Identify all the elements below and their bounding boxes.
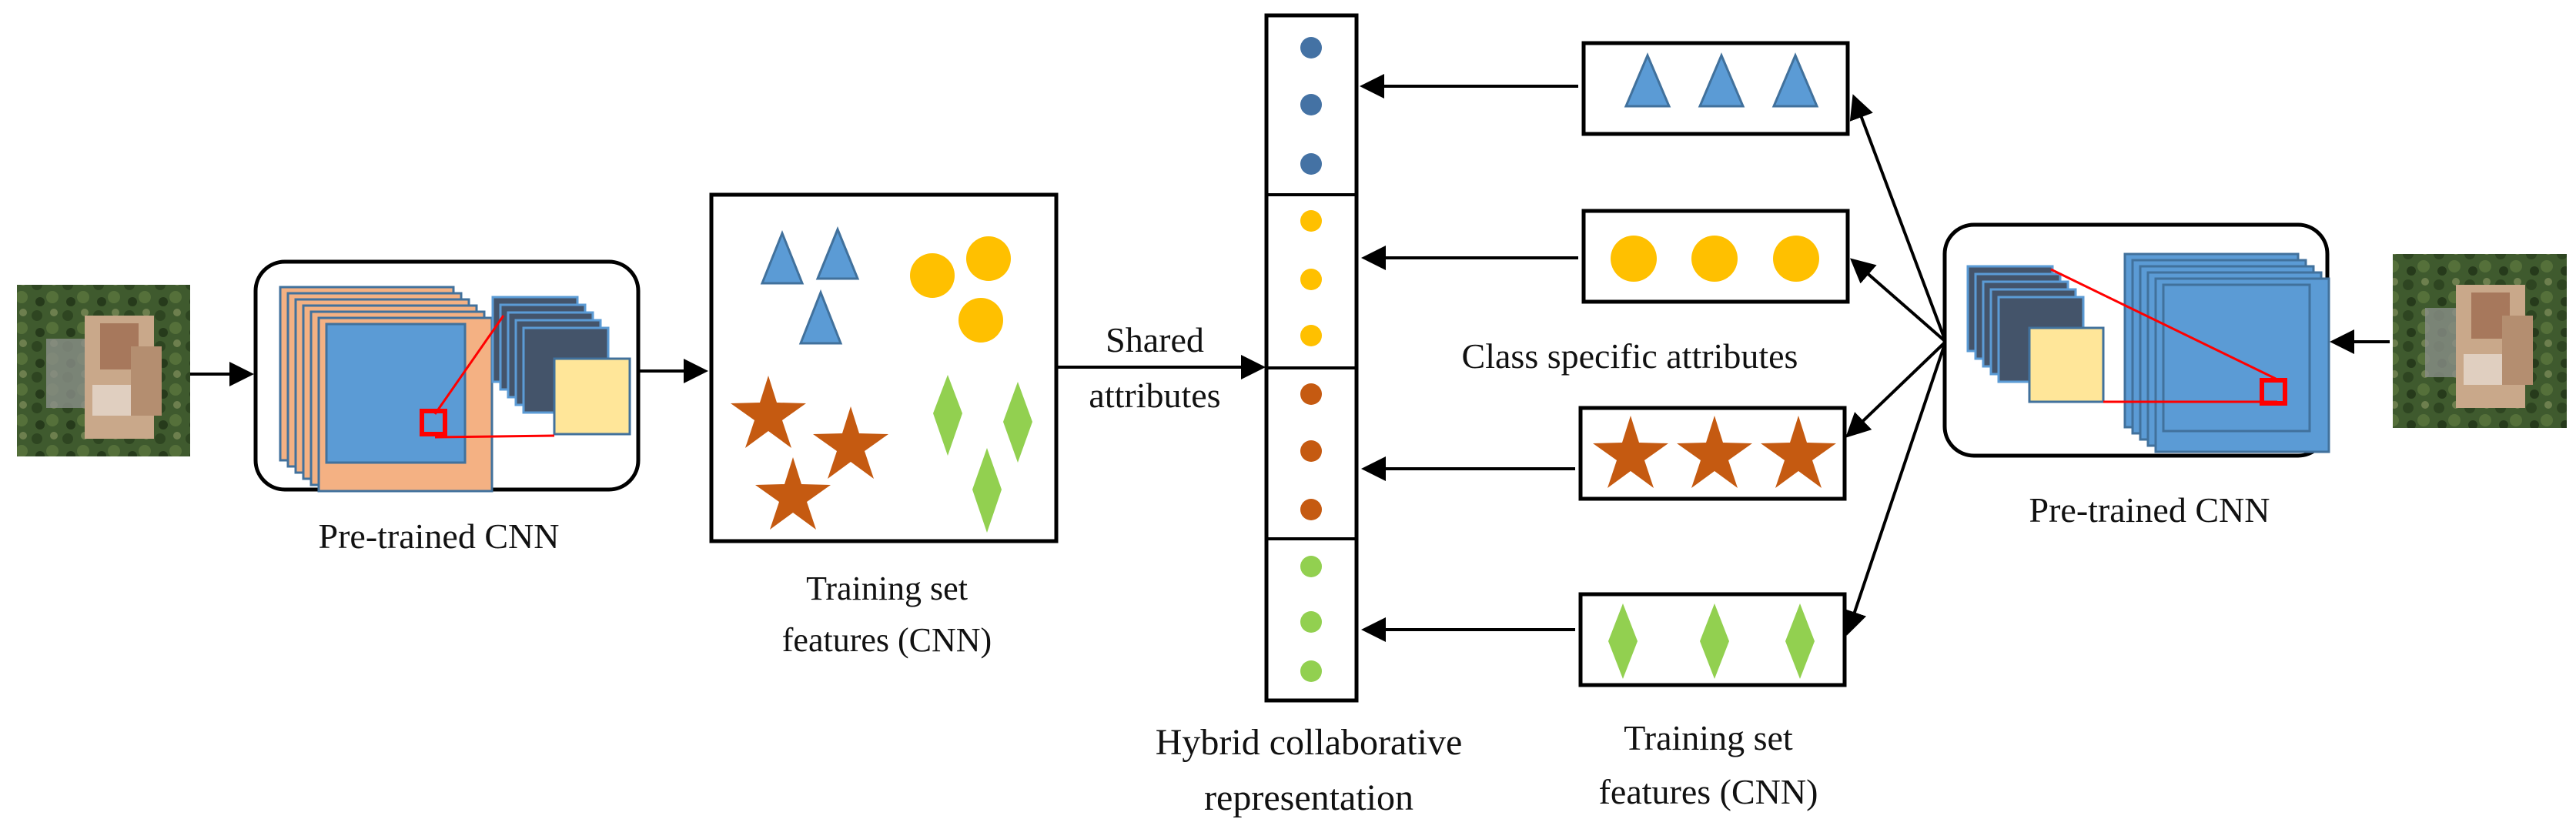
circle-icon — [910, 253, 955, 298]
right-cnn-label: Pre-trained CNN — [2029, 490, 2270, 530]
triangle-icon — [1698, 52, 1745, 108]
arrow-icon — [1849, 94, 1945, 338]
small-feature-map-stack-icon — [1966, 265, 2105, 403]
star-icon — [1761, 416, 1836, 488]
shared-label-line1: Shared — [1106, 320, 1204, 359]
triangle-icon — [798, 289, 843, 345]
star-icon — [755, 457, 831, 530]
class-row-circles — [1581, 209, 1850, 304]
input-aerial-image-right — [2393, 254, 2567, 428]
hybrid-label-line1: Hybrid collaborative — [1156, 722, 1463, 763]
triangle-icon — [1771, 52, 1819, 108]
diamond-icon — [1003, 382, 1032, 463]
circle-icon — [966, 236, 1011, 281]
diamond-icon — [1608, 603, 1638, 679]
dot-icon — [1300, 153, 1322, 175]
left-cnn-label: Pre-trained CNN — [319, 516, 560, 556]
star-icon — [731, 376, 806, 448]
dot-icon — [1300, 210, 1322, 232]
dot-icon — [1300, 269, 1322, 290]
feature-map-stack-icon — [2123, 252, 2330, 453]
dot-icon — [1300, 556, 1322, 577]
diamond-icon — [972, 448, 1002, 533]
dot-icon — [1300, 611, 1322, 633]
dot-icon — [1300, 499, 1322, 520]
right-cnn-box — [1942, 222, 2330, 458]
hybrid-vector — [1264, 13, 1359, 703]
training-features-box-left — [709, 192, 1059, 543]
class-row-triangles — [1581, 41, 1850, 136]
arrow-icon — [1842, 346, 1945, 636]
triangle-icon — [1624, 52, 1671, 108]
training-features-right-label-line2: features (CNN) — [1599, 772, 1818, 811]
receptive-field-marker — [420, 409, 447, 436]
star-icon — [1593, 416, 1668, 488]
star-icon — [813, 406, 888, 479]
training-features-left-label-line2: features (CNN) — [782, 621, 992, 659]
training-features-right-label-line1: Training set — [1624, 718, 1793, 757]
class-row-stars — [1578, 406, 1847, 501]
input-aerial-image-left — [17, 285, 190, 456]
hybrid-label-line2: representation — [1204, 777, 1413, 818]
arrow-icon — [1849, 258, 1945, 342]
dot-icon — [1300, 440, 1322, 462]
shared-label-line2: attributes — [1089, 376, 1220, 415]
diamond-icon — [1700, 603, 1729, 679]
diamond-icon — [933, 375, 962, 456]
dot-icon — [1300, 37, 1322, 58]
circle-icon — [1611, 236, 1657, 282]
circle-icon — [1773, 236, 1819, 282]
diamond-icon — [1785, 603, 1815, 679]
class-row-diamonds — [1578, 592, 1847, 687]
left-cnn-box — [253, 259, 641, 493]
arrow-icon — [1845, 342, 1945, 438]
training-features-left-label-line1: Training set — [806, 570, 968, 607]
circle-icon — [958, 298, 1003, 343]
triangle-icon — [815, 226, 860, 280]
dot-icon — [1300, 660, 1322, 682]
small-feature-map-stack-icon — [491, 296, 631, 436]
star-icon — [1677, 416, 1752, 488]
triangle-icon — [760, 229, 805, 285]
circle-icon — [1691, 236, 1738, 282]
receptive-field-marker — [2260, 378, 2287, 406]
dot-icon — [1300, 325, 1322, 346]
dot-icon — [1300, 94, 1322, 115]
dot-icon — [1300, 383, 1322, 405]
class-specific-label: Class specific attributes — [1462, 336, 1798, 376]
feature-map-stack-icon — [279, 286, 493, 493]
